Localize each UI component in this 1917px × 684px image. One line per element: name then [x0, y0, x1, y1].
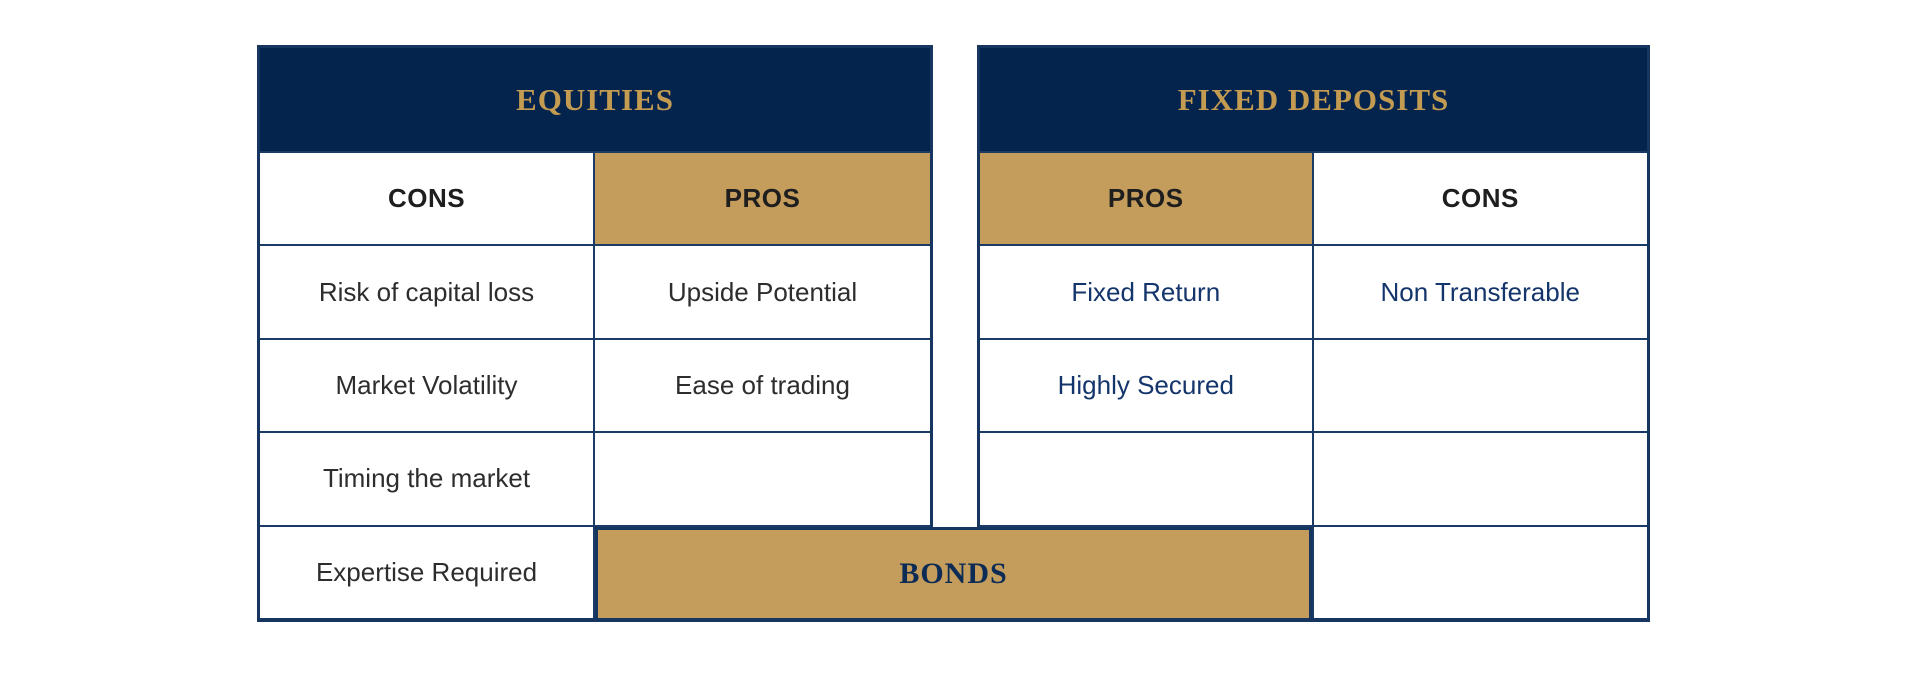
equities-table: EQUITIES CONS PROS Risk of capital loss … [257, 45, 933, 622]
bonds-title: BONDS [899, 557, 1008, 590]
fixed-deposits-cons-cell [1313, 337, 1647, 432]
fixed-deposits-cons-cell [1313, 431, 1647, 525]
fixed-deposits-cons-cell: Non Transferable [1313, 244, 1647, 338]
equities-cons-header: CONS [260, 151, 595, 245]
equities-grid: CONS PROS Risk of capital loss Upside Po… [260, 151, 930, 618]
equities-cons-cell: Market Volatility [260, 337, 595, 432]
equities-pros-cell [595, 431, 930, 525]
fixed-deposits-title: FIXED DEPOSITS [1177, 81, 1450, 117]
fixed-deposits-pros-cell [980, 431, 1314, 525]
equities-title-bar: EQUITIES [260, 48, 930, 151]
fixed-deposits-pros-cell: Fixed Return [980, 244, 1314, 338]
fixed-deposits-pros-cell: Highly Secured [980, 337, 1314, 432]
equities-cons-cell: Expertise Required [260, 524, 595, 618]
equities-cons-cell: Timing the market [260, 431, 595, 525]
bonds-banner: BONDS [595, 527, 1312, 622]
equities-pros-cell: Upside Potential [595, 244, 930, 338]
fixed-deposits-cons-header: CONS [1313, 151, 1647, 245]
equities-cons-cell: Risk of capital loss [260, 244, 595, 338]
equities-pros-header: PROS [595, 151, 930, 245]
equities-title: EQUITIES [516, 81, 674, 117]
fixed-deposits-title-bar: FIXED DEPOSITS [980, 48, 1647, 151]
fixed-deposits-pros-header: PROS [980, 151, 1314, 245]
fixed-deposits-cons-cell [1313, 524, 1647, 618]
equities-pros-cell: Ease of trading [595, 337, 930, 432]
